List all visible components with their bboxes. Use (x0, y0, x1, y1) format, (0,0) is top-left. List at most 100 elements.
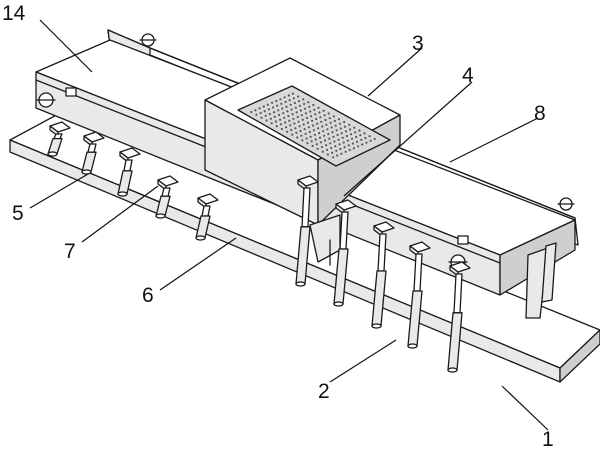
mesh-hole (305, 116, 308, 120)
mesh-hole (310, 115, 313, 118)
mesh-hole (287, 114, 290, 118)
mesh-hole (263, 110, 266, 113)
mesh-hole (348, 123, 351, 126)
mesh-hole (355, 135, 358, 139)
mesh-hole (304, 107, 307, 110)
mesh-hole (369, 139, 372, 142)
mesh-hole (315, 117, 318, 121)
mesh-hole (322, 109, 325, 112)
mesh-hole (295, 131, 298, 134)
mesh-hole (325, 123, 328, 126)
mesh-hole (321, 150, 324, 153)
mesh-hole (339, 147, 342, 151)
mesh-hole (346, 139, 349, 142)
mesh-hole (298, 104, 301, 107)
mesh-hole (318, 111, 321, 114)
mesh-hole (373, 137, 376, 141)
mesh-hole (292, 117, 295, 120)
mesh-hole (276, 104, 279, 107)
mesh-hole (311, 119, 314, 122)
mesh-hole (329, 121, 332, 124)
label-6: 6 (142, 284, 154, 307)
mesh-hole (267, 108, 270, 111)
mesh-hole (333, 119, 336, 123)
mesh-hole (279, 118, 282, 121)
mesh-hole (340, 132, 343, 135)
mesh-hole (308, 130, 311, 134)
mesh-hole (331, 131, 334, 134)
mesh-hole (299, 129, 302, 133)
mesh-hole (292, 97, 295, 100)
label-4: 4 (462, 64, 474, 87)
mesh-hole (319, 116, 322, 119)
mesh-hole (363, 132, 366, 135)
mesh-hole (319, 141, 322, 144)
mesh-hole (325, 148, 329, 151)
mesh-hole (339, 127, 342, 130)
mesh-hole (254, 109, 257, 112)
mesh-hole (275, 99, 278, 103)
mesh-hole (285, 126, 288, 129)
mesh-hole (344, 130, 347, 133)
mesh-hole (318, 131, 321, 135)
mesh-hole (284, 100, 287, 104)
mesh-hole (277, 109, 280, 112)
mesh-hole (365, 141, 368, 144)
mesh-hole (323, 114, 326, 117)
mesh-hole (273, 115, 276, 118)
cylinder-left-4 (155, 175, 179, 219)
mesh-hole (332, 135, 335, 138)
mesh-hole (336, 154, 339, 157)
mesh-hole (297, 100, 301, 103)
mesh-hole (300, 114, 303, 117)
mesh-hole (290, 128, 293, 132)
mesh-hole (318, 136, 322, 139)
mesh-hole (330, 126, 333, 129)
knob-back-left (139, 33, 157, 47)
mesh-hole (303, 102, 306, 106)
mesh-hole (260, 116, 263, 119)
mesh-hole (321, 125, 324, 128)
mesh-hole (344, 150, 347, 153)
mesh-hole (327, 132, 330, 136)
mesh-hole (317, 106, 320, 109)
mesh-hole (325, 144, 328, 147)
mesh-hole (314, 138, 317, 141)
mesh-hole (361, 143, 364, 146)
mesh-hole (320, 120, 323, 123)
mesh-hole (338, 122, 341, 125)
mesh-hole (334, 124, 337, 127)
mesh-hole (275, 125, 278, 128)
cylinder-row-left (47, 121, 219, 241)
mesh-hole (305, 137, 308, 140)
mesh-hole (297, 120, 300, 123)
cylinder-right-3 (371, 221, 395, 329)
label-1: 1 (542, 428, 554, 451)
mesh-hole (304, 112, 308, 115)
cylinder-left-5 (195, 193, 219, 241)
mesh-hole (337, 138, 340, 141)
mesh-hole (353, 126, 356, 129)
mesh-hole (285, 105, 288, 108)
knob-back-right (557, 197, 575, 211)
cylinder-left-2 (81, 131, 105, 175)
mesh-hole (284, 121, 287, 124)
knob-front-left (36, 87, 77, 108)
mesh-hole (286, 110, 289, 113)
leader-lines (29, 19, 549, 431)
mesh-hole (293, 101, 296, 105)
mesh-hole (272, 106, 275, 109)
mesh-hole (286, 130, 289, 133)
mesh-hole (357, 145, 360, 148)
mesh-hole (341, 136, 344, 139)
mesh-hole (295, 111, 298, 114)
mesh-hole (258, 107, 261, 110)
mesh-hole (359, 134, 362, 137)
mesh-hole (278, 113, 281, 117)
mesh-hole (310, 140, 313, 143)
mesh-hole (313, 133, 316, 136)
mesh-hole (301, 118, 304, 121)
mesh-hole (332, 156, 335, 159)
mesh-hole (294, 106, 297, 109)
